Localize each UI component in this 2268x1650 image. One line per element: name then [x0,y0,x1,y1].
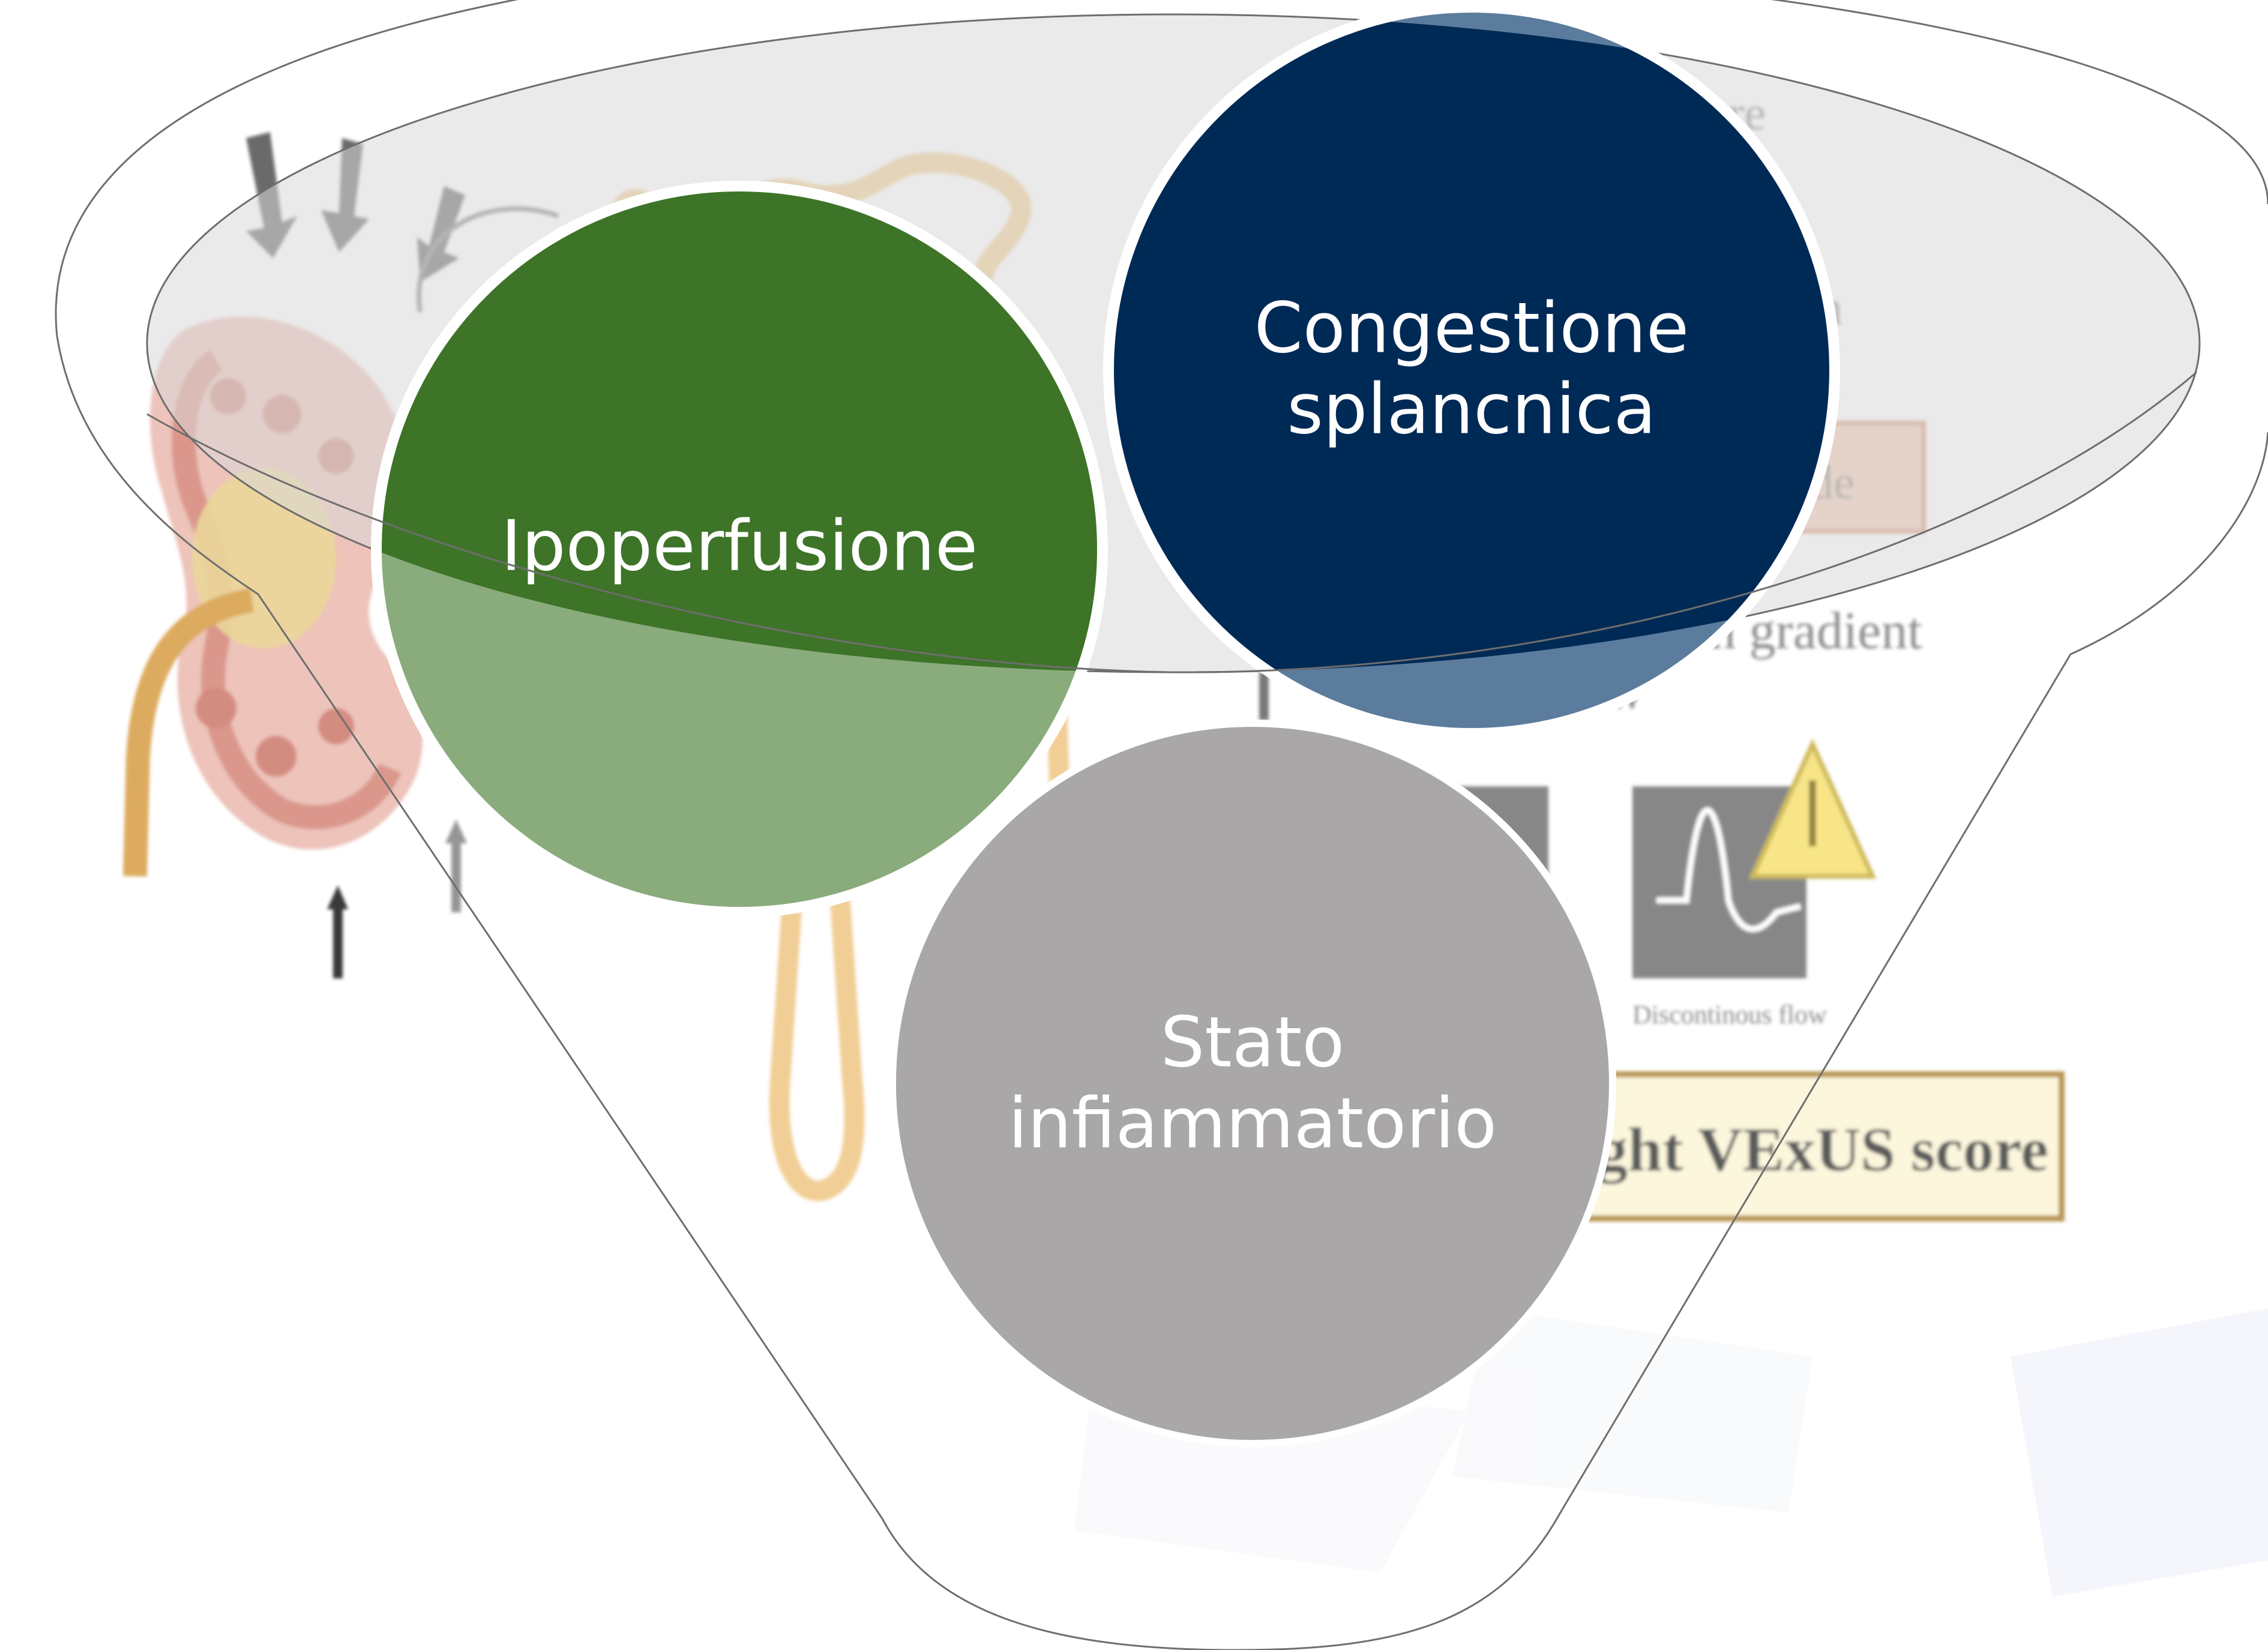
bg-text-discontinuous: Discontinous flow [1632,1000,1827,1029]
congestione-label: Congestione [1254,288,1689,369]
circle-ipoperfusione: Ipoperfusione [374,184,1104,914]
bg-text-vexus: ght VExUS score [1596,1115,2048,1184]
infiammatorio-label: infiammatorio [1008,1083,1497,1164]
circle-stato-infiammatorio: Stato infiammatorio [892,723,1613,1444]
ipoperfusione-label: Ipoperfusione [501,506,978,587]
up-arrow-icon [327,885,348,978]
splancnica-label: splancnica [1287,369,1656,450]
down-arrow-icon [1259,672,1269,720]
circle-congestione-splancnica: Congestione splancnica [1107,5,1836,735]
stato-label: Stato [1161,1002,1345,1083]
